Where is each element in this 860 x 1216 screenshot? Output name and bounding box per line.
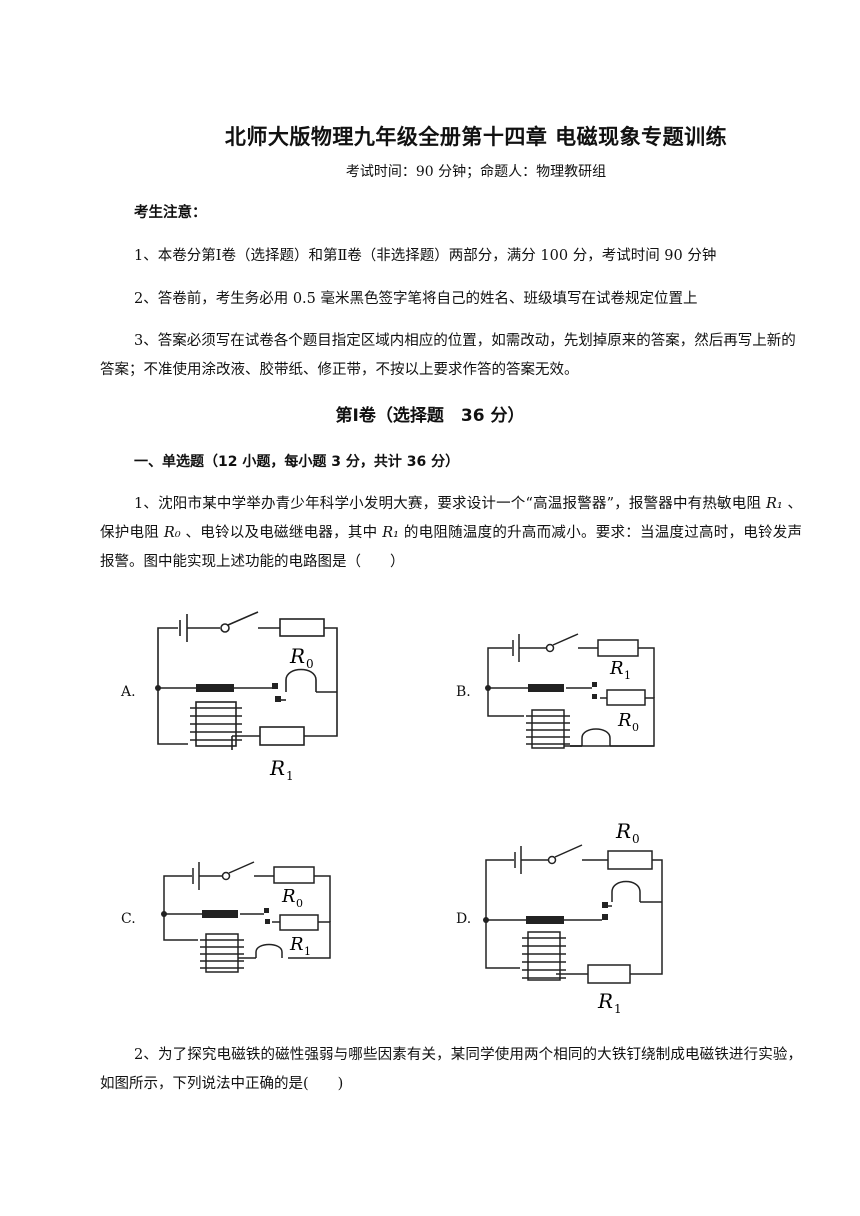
svg-text:0: 0: [306, 657, 314, 671]
var-r1-b: R₁: [382, 525, 399, 541]
option-b-label[interactable]: B.: [456, 684, 471, 700]
label-r0-b: R: [617, 710, 632, 731]
question-1-text: 1、沈阳市某中学举办青少年科学小发明大赛，要求设计一个“高温报警器”，报警器中有…: [100, 496, 803, 570]
notice-item-3: 3、答案必须写在试卷各个题目指定区域内相应的位置，如需改动，先划掉原来的答案，然…: [100, 333, 796, 378]
svg-text:0: 0: [632, 721, 639, 734]
label-r1-a: R: [269, 756, 285, 780]
label-r1-b: R: [609, 658, 624, 679]
part-title: 一、单选题（12 小题，每小题 3 分，共计 36 分）: [134, 454, 460, 470]
label-r0-a: R: [289, 644, 305, 668]
page-title: 北师大版物理九年级全册第十四章 电磁现象专题训练: [224, 125, 728, 149]
circuit-diagram-b[interactable]: R 1 R 0: [476, 622, 676, 752]
notice-item-1: 1、本卷分第Ⅰ卷（选择题）和第Ⅱ卷（非选择题）两部分，满分 100 分，考试时间…: [134, 248, 717, 264]
circuit-diagram-c[interactable]: R 0 R 1: [152, 852, 352, 982]
notice-heading: 考生注意：: [134, 205, 207, 221]
label-r0-d: R: [615, 819, 631, 843]
label-r1-c: R: [289, 934, 304, 955]
svg-text:1: 1: [286, 769, 294, 783]
svg-text:1: 1: [304, 945, 311, 958]
option-a-label[interactable]: A.: [121, 684, 136, 700]
circuit-diagram-a[interactable]: R 0 R 1: [140, 600, 360, 790]
option-c-label[interactable]: C.: [121, 911, 136, 927]
label-r1-d: R: [597, 989, 613, 1013]
svg-text:0: 0: [296, 897, 303, 910]
exam-info: 考试时间：90 分钟；命题人：物理教研组: [345, 164, 607, 180]
svg-text:0: 0: [632, 832, 640, 846]
var-r1: R₁: [765, 496, 783, 512]
svg-text:1: 1: [614, 1002, 622, 1016]
option-d-label[interactable]: D.: [456, 911, 472, 927]
section-title: 第Ⅰ卷（选择题 36 分）: [335, 406, 525, 426]
label-r0-c: R: [281, 886, 296, 907]
notice-item-2: 2、答卷前，考生务必用 0.5 毫米黑色签字笔将自己的姓名、班级填写在试卷规定位…: [134, 291, 698, 307]
circuit-diagram-d[interactable]: R 0 R 1: [474, 812, 684, 1022]
var-r0: R₀: [163, 525, 181, 541]
svg-text:1: 1: [624, 669, 631, 682]
question-2-text: 2、为了探究电磁铁的磁性强弱与哪些因素有关，某同学使用两个相同的大铁钉绕制成电磁…: [100, 1047, 802, 1092]
